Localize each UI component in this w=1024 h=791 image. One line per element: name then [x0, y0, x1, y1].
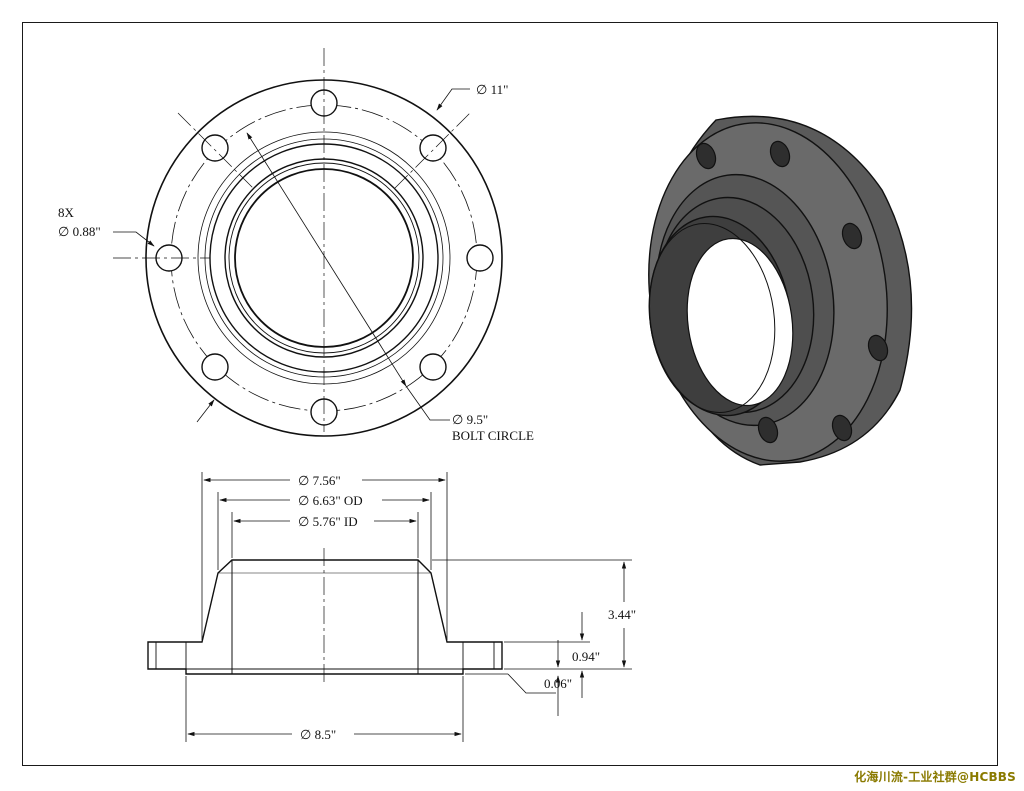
side-view-dimensions [185, 472, 632, 742]
side-view [147, 548, 503, 686]
iso-bolt-hole [757, 416, 779, 444]
iso-bolt-hole [695, 142, 717, 170]
bolt-hole [419, 353, 447, 381]
iso-bolt-holes [695, 140, 889, 444]
hole-count-callout: 8X [58, 205, 75, 220]
bolt-hole [466, 244, 494, 272]
bolt-circle-label: BOLT CIRCLE [452, 428, 534, 443]
front-view [113, 48, 503, 437]
drawing-border [22, 22, 998, 766]
flange-profile [147, 559, 503, 675]
iso-bolt-hole [831, 414, 853, 442]
iso-bolt-hole [867, 334, 889, 362]
isometric-view [648, 115, 913, 466]
flange-thickness-callout: 0.94" [572, 649, 600, 664]
bolt-holes [155, 89, 494, 426]
raised-face-callout: 0.06" [544, 676, 572, 691]
bolt-hole [201, 353, 229, 381]
hub-base-dia-callout: ∅ 7.56" [298, 473, 341, 488]
bore-id-callout: ∅ 5.76" ID [298, 514, 358, 529]
iso-bolt-hole [841, 222, 863, 250]
flange-od-callout: ∅ 11" [476, 82, 508, 97]
iso-bolt-hole [769, 140, 791, 168]
bolt-circle-dia-callout: ∅ 9.5" [452, 412, 488, 427]
hub-od-callout: ∅ 6.63" OD [298, 493, 363, 508]
total-height-callout: 3.44" [608, 607, 636, 622]
hole-diameter-callout: ∅ 0.88" [58, 224, 101, 239]
bolt-hole [201, 134, 229, 162]
raised-face-dia-callout: ∅ 8.5" [300, 727, 336, 742]
watermark-text: 化海川流-工业社群@HCBBS [854, 770, 1016, 784]
bolt-hole [419, 134, 447, 162]
